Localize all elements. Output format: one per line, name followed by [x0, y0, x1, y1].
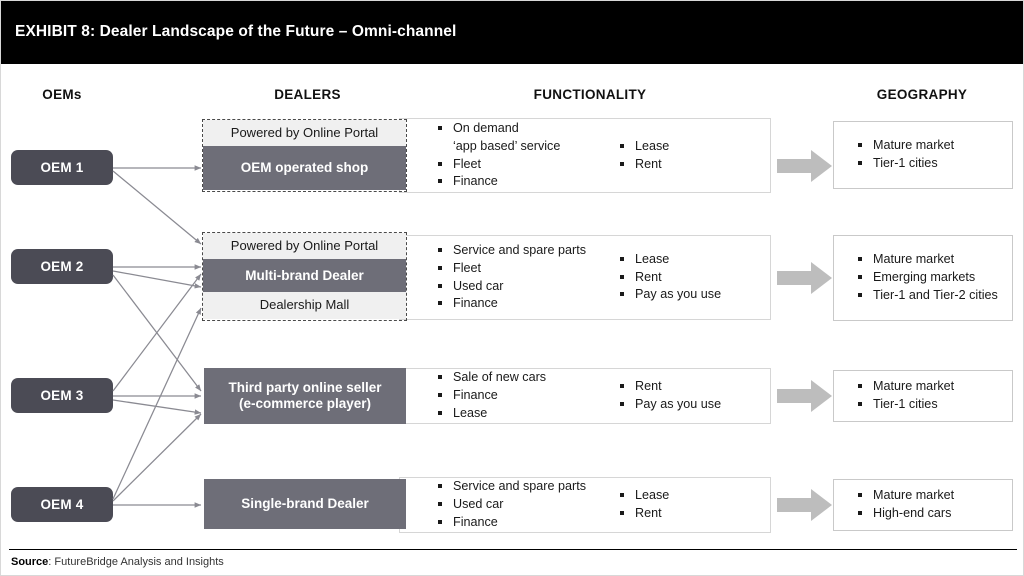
column-header-geography: GEOGRAPHY — [876, 87, 968, 102]
bullet-item: Rent — [618, 156, 669, 174]
bullet-item: Finance — [436, 173, 560, 191]
column-header-dealers: DEALERS — [274, 87, 341, 102]
bullet-item: Lease — [618, 138, 669, 156]
bullet-item: Finance — [436, 514, 586, 532]
functionality-panel-row-3: Sale of new cars Finance Lease Rent Pay … — [399, 368, 771, 424]
bullet-item: Mature market — [856, 137, 1012, 155]
oem-box-4[interactable]: OEM 4 — [11, 487, 113, 522]
dealer-cell[interactable]: Third party online seller (e-commerce pl… — [204, 368, 406, 424]
oem-box-1[interactable]: OEM 1 — [11, 150, 113, 185]
bullet-item: Service and spare parts — [436, 478, 586, 496]
functionality-panel-row-2: Service and spare parts Fleet Used car F… — [399, 235, 771, 320]
dealer-cell[interactable]: Powered by Online Portal — [203, 120, 406, 146]
oem-box-3[interactable]: OEM 3 — [11, 378, 113, 413]
dealer-cell[interactable]: Multi-brand Dealer — [203, 259, 406, 292]
bullet-item: Finance — [436, 387, 546, 405]
bullet-item: Fleet — [436, 260, 586, 278]
bullet-item: Rent — [618, 269, 721, 287]
dealer-group-row-2[interactable]: Powered by Online Portal Multi-brand Dea… — [202, 232, 407, 321]
bullet-item: Lease — [436, 405, 546, 423]
bullet-item: Service and spare parts — [436, 242, 586, 260]
bullet-item: Pay as you use — [618, 286, 721, 304]
oem-box-2[interactable]: OEM 2 — [11, 249, 113, 284]
flow-arrow-icon-row-3 — [777, 380, 832, 412]
geography-panel-row-2: Mature market Emerging markets Tier-1 an… — [833, 235, 1013, 321]
dealer-cell[interactable]: Powered by Online Portal — [203, 233, 406, 259]
functionality-panel-row-4: Service and spare parts Used car Finance… — [399, 477, 771, 533]
bullet-item: Fleet — [436, 156, 560, 174]
functionality-list-left: On demand ‘app based’ service Fleet Fina… — [436, 119, 560, 192]
functionality-list-left: Sale of new cars Finance Lease — [436, 369, 546, 423]
dealer-group-row-1[interactable]: Powered by Online Portal OEM operated sh… — [202, 119, 407, 192]
source-value: FutureBridge Analysis and Insights — [54, 556, 224, 568]
bullet-item: Used car — [436, 496, 586, 514]
flow-arrow-icon-row-4 — [777, 489, 832, 521]
bullet-item: Mature market — [856, 378, 1012, 396]
bullet-item: Rent — [618, 378, 721, 396]
bullet-item: Pay as you use — [618, 396, 721, 414]
bullet-item: Tier-1 and Tier-2 cities — [856, 287, 1012, 305]
page-title: EXHIBIT 8: Dealer Landscape of the Futur… — [15, 23, 457, 40]
bullet-item: Emerging markets — [856, 269, 1012, 287]
functionality-list-right: Rent Pay as you use — [618, 369, 721, 423]
oem-label: OEM 1 — [40, 160, 84, 175]
source-note: Source: FutureBridge Analysis and Insigh… — [11, 556, 224, 568]
functionality-panel-row-1: On demand ‘app based’ service Fleet Fina… — [399, 118, 771, 193]
geography-panel-row-4: Mature market High-end cars — [833, 479, 1013, 531]
bullet-item: Lease — [618, 487, 669, 505]
title-bar: EXHIBIT 8: Dealer Landscape of the Futur… — [1, 1, 1023, 64]
footer-divider — [9, 549, 1017, 550]
column-header-functionality: FUNCTIONALITY — [533, 87, 647, 102]
functionality-list-left: Service and spare parts Used car Finance — [436, 478, 586, 532]
source-separator: : — [48, 556, 55, 568]
functionality-list-right: Lease Rent — [618, 478, 669, 532]
bullet-item: Tier-1 cities — [856, 396, 1012, 414]
bullet-item: Rent — [618, 505, 669, 523]
oem-label: OEM 3 — [40, 388, 84, 403]
flow-arrow-icon-row-2 — [777, 262, 832, 294]
oem-label: OEM 4 — [40, 497, 84, 512]
dealer-group-row-4[interactable]: Single-brand Dealer — [204, 479, 406, 529]
functionality-list-right: Lease Rent — [618, 119, 669, 192]
bullet-item: Mature market — [856, 487, 1012, 505]
column-header-oems: OEMs — [42, 87, 82, 102]
bullet-item: Sale of new cars — [436, 369, 546, 387]
bullet-item: Tier-1 cities — [856, 155, 1012, 173]
flow-arrow-icon-row-1 — [777, 150, 832, 182]
functionality-list-right: Lease Rent Pay as you use — [618, 236, 721, 319]
bullet-item: Used car — [436, 278, 586, 296]
bullet-item: Lease — [618, 251, 721, 269]
bullet-item: On demand ‘app based’ service — [436, 120, 560, 156]
geography-panel-row-1: Mature market Tier-1 cities — [833, 121, 1013, 189]
dealer-cell[interactable]: Dealership Mall — [203, 292, 406, 319]
dealer-cell[interactable]: OEM operated shop — [203, 146, 406, 190]
functionality-list-left: Service and spare parts Fleet Used car F… — [436, 236, 586, 319]
oem-label: OEM 2 — [40, 259, 84, 274]
bullet-item: Mature market — [856, 251, 1012, 269]
source-label: Source — [11, 556, 49, 568]
geography-panel-row-3: Mature market Tier-1 cities — [833, 370, 1013, 422]
dealer-group-row-3[interactable]: Third party online seller (e-commerce pl… — [204, 368, 406, 424]
dealer-cell[interactable]: Single-brand Dealer — [204, 479, 406, 529]
bullet-item: High-end cars — [856, 505, 1012, 523]
bullet-item: Finance — [436, 295, 586, 313]
